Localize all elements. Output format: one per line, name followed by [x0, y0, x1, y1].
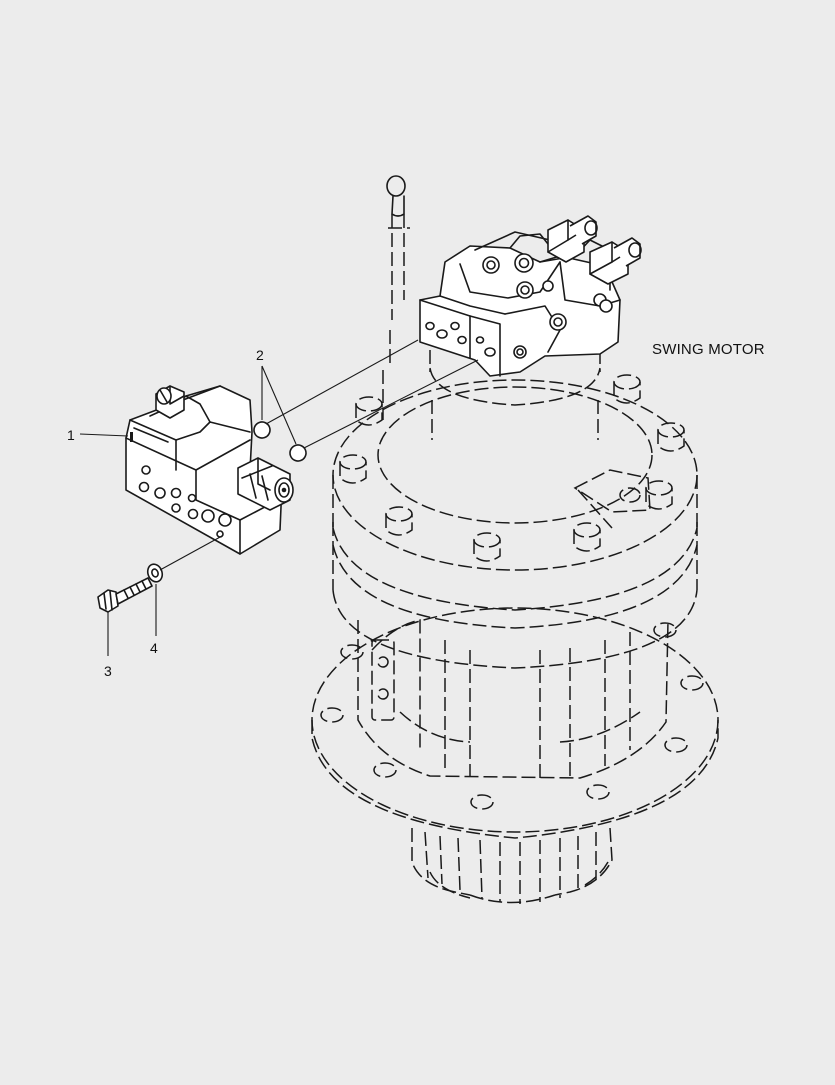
bolt-head [385, 506, 413, 536]
valve-solenoid [237, 457, 294, 511]
gear-housing [357, 619, 669, 779]
washer [146, 563, 164, 583]
diagram-title: SWING MOTOR [652, 341, 765, 358]
mounting-flange [311, 607, 719, 839]
bolt-head [339, 454, 367, 484]
o-ring-upper [253, 421, 271, 439]
solenoid-left [547, 215, 598, 263]
motor-valve-block [419, 215, 642, 377]
o-ring-lower [289, 444, 307, 462]
o-rings [253, 421, 307, 462]
mounting-bolt [97, 577, 153, 613]
callout-1: 1 [67, 427, 75, 443]
bolt-head [355, 396, 383, 426]
callout-4: 4 [150, 640, 158, 656]
callout-2: 2 [256, 347, 264, 363]
callout-3: 3 [104, 663, 112, 679]
flange-bolts [339, 374, 685, 562]
assembly-lines [159, 339, 479, 571]
solenoid-right [589, 237, 642, 285]
swing-motor-assembly [311, 175, 719, 904]
bolt-head [613, 374, 641, 404]
bolt-head [657, 422, 685, 452]
pinion-gear [411, 827, 613, 904]
bolt-head [573, 522, 601, 552]
level-gauge [386, 175, 410, 320]
motor-body [332, 330, 698, 571]
brake-valve [125, 385, 294, 555]
bolt-head [645, 480, 673, 510]
callout-leaders [79, 365, 297, 656]
bolt-head [473, 532, 501, 562]
reduction-housing [332, 522, 698, 669]
